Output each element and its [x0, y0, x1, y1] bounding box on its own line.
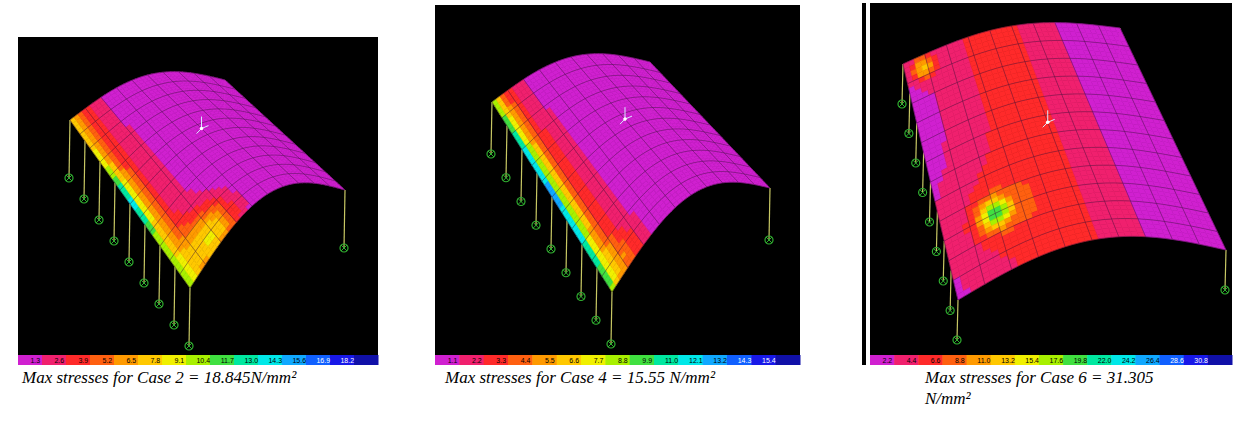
figure: 1.32.63.95.26.57.89.110.411.713.014.315.…	[0, 0, 1257, 426]
